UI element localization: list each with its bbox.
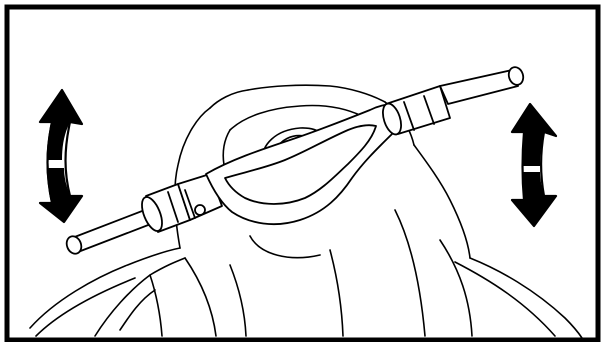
tilt-arrow-left-icon — [40, 90, 82, 222]
handlebar — [64, 65, 525, 256]
tilt-arrow-right-icon — [512, 104, 556, 226]
